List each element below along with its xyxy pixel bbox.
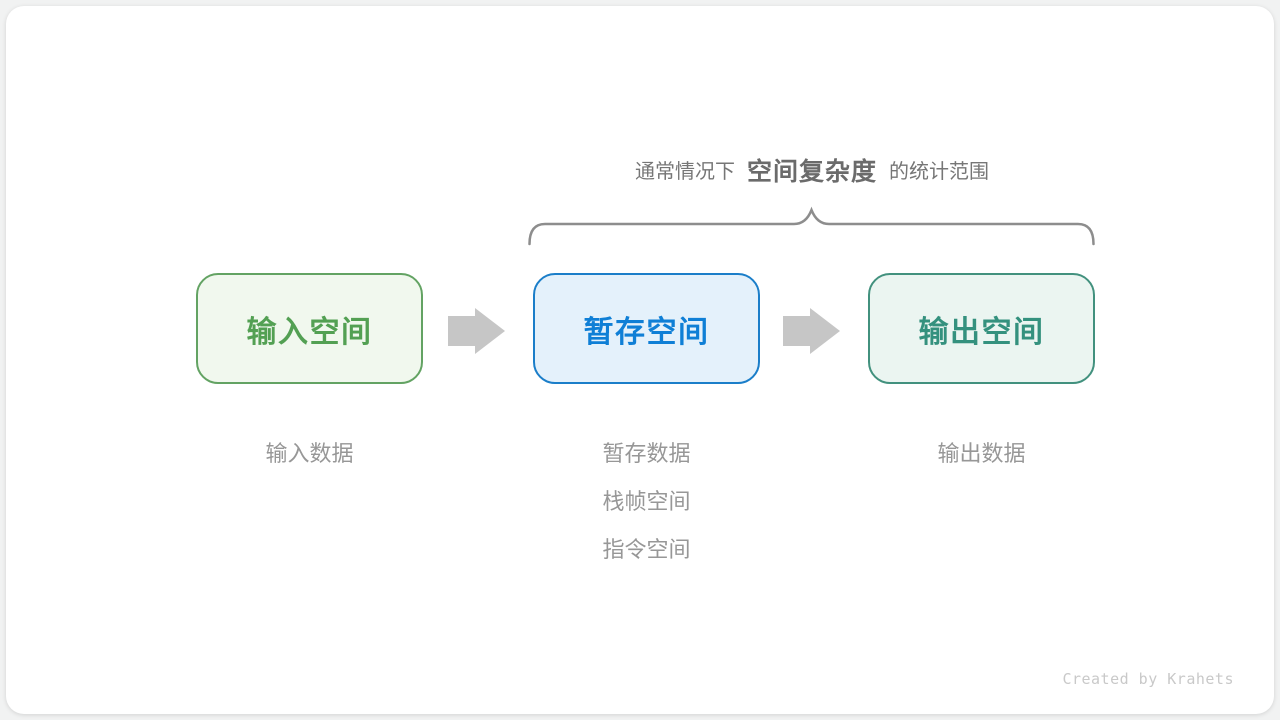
curly-brace	[528, 206, 1095, 246]
node-input-space-label: 输入空间	[246, 315, 373, 349]
title-prefix: 通常情况下	[634, 161, 735, 183]
arrow-right-icon	[783, 308, 840, 354]
diagram-card: 通常情况下空间复杂度的统计范围 输入空间 暂存空间 输出空间 输入数据 暂存数据…	[6, 6, 1274, 714]
credit-text: Created by Krahets	[1062, 670, 1234, 688]
input-space-sublabels: 输入数据	[196, 430, 423, 478]
sublabel: 暂存数据	[602, 441, 691, 466]
sublabel: 输出数据	[937, 441, 1026, 466]
title-emphasis: 空间复杂度	[746, 158, 877, 186]
node-buffer-space: 暂存空间	[533, 273, 760, 384]
node-input-space: 输入空间	[196, 273, 423, 384]
sublabel: 指令空间	[602, 537, 691, 562]
node-output-space: 输出空间	[868, 273, 1095, 384]
diagram-title: 通常情况下空间复杂度的统计范围	[512, 152, 1112, 188]
buffer-space-sublabels: 暂存数据 栈帧空间 指令空间	[533, 430, 760, 574]
node-buffer-space-label: 暂存空间	[583, 315, 710, 349]
arrow-right-icon	[448, 308, 505, 354]
title-suffix: 的统计范围	[889, 161, 989, 183]
output-space-sublabels: 输出数据	[868, 430, 1095, 478]
sublabel: 输入数据	[265, 441, 354, 466]
node-output-space-label: 输出空间	[918, 315, 1045, 349]
sublabel: 栈帧空间	[602, 489, 691, 514]
